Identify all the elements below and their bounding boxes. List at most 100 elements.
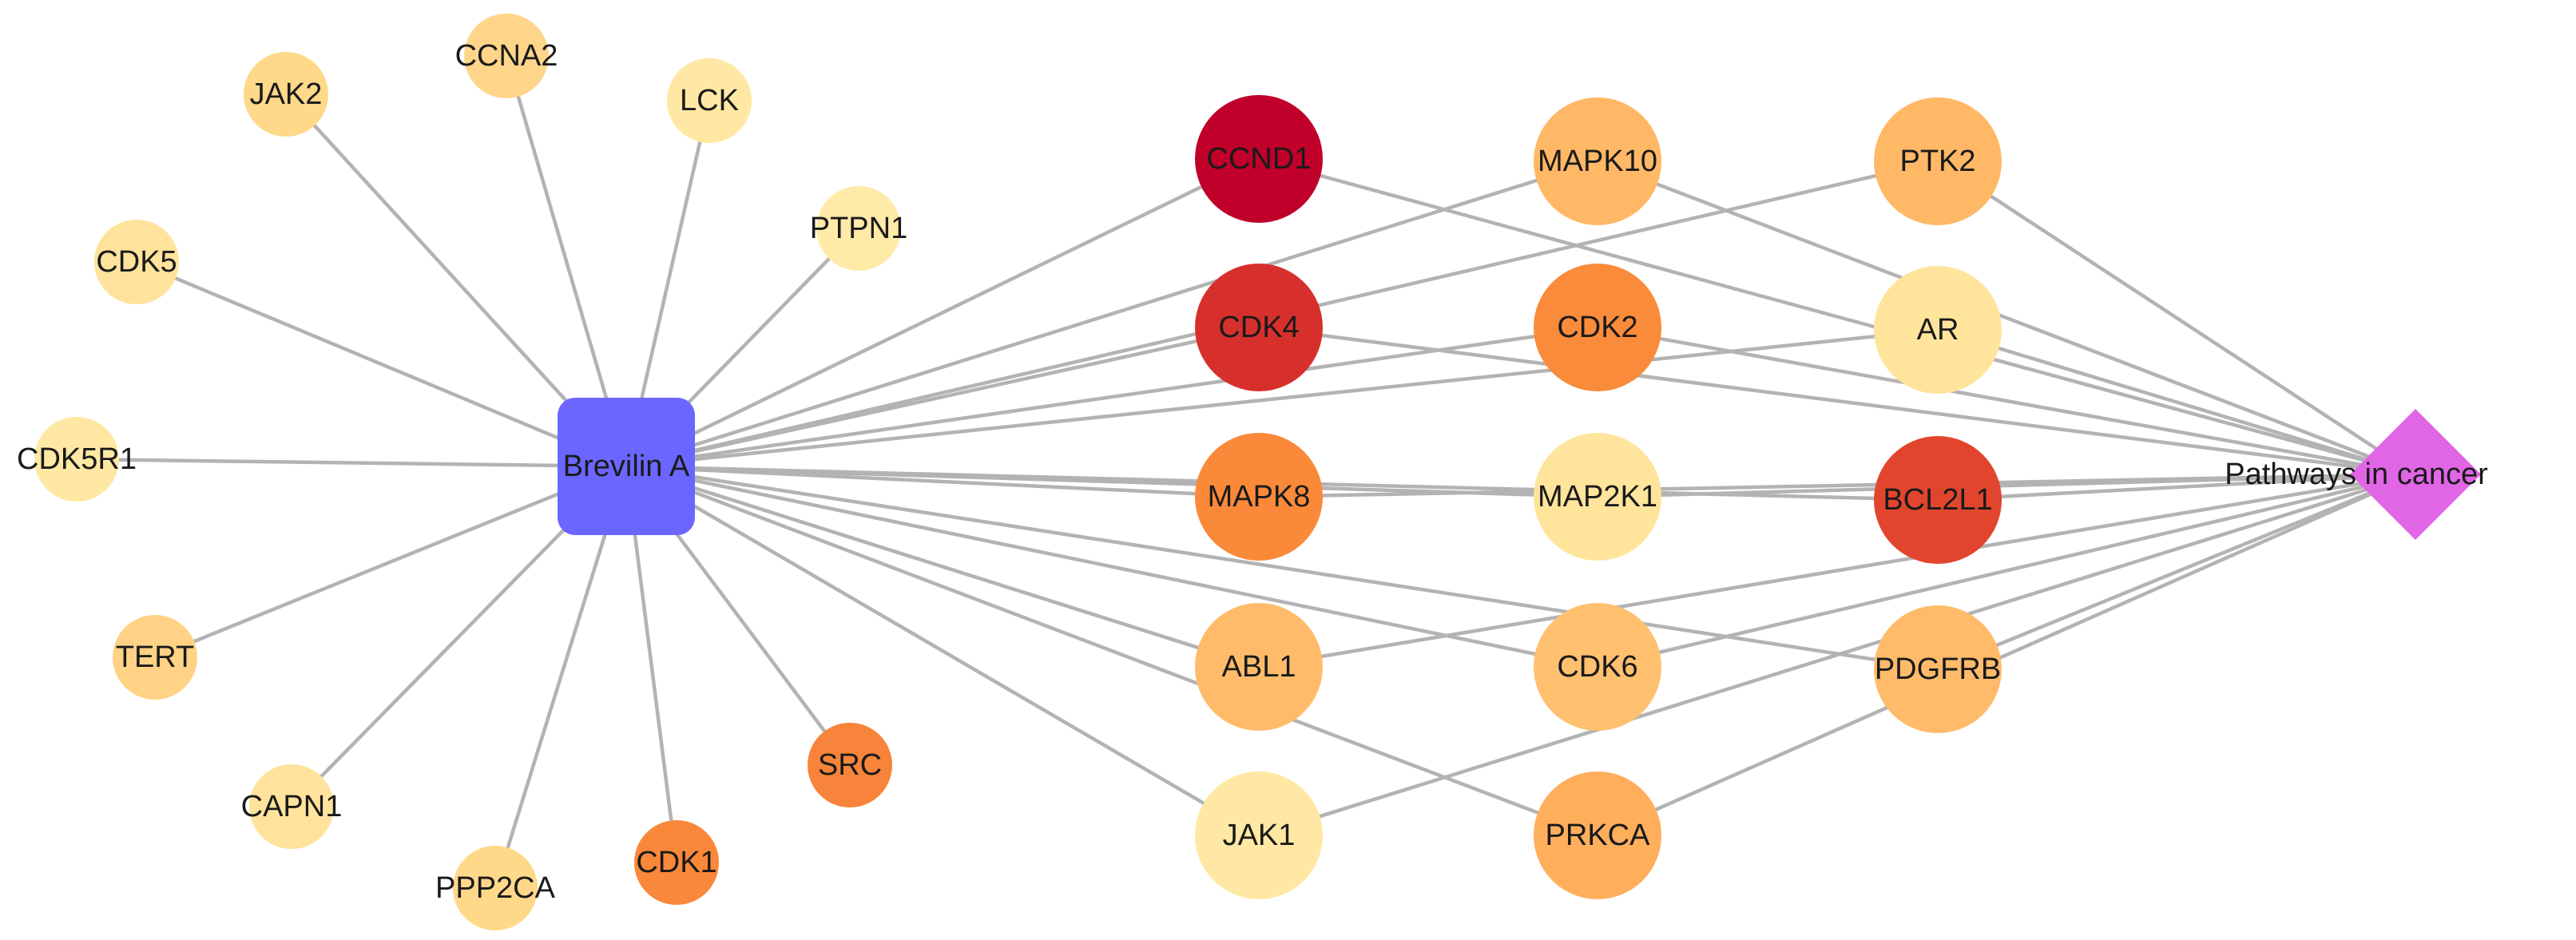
node-tert[interactable]: TERT <box>113 615 197 700</box>
jak1-label: JAK1 <box>1223 819 1296 852</box>
mapk8-label: MAPK8 <box>1208 480 1311 514</box>
node-ppp2ca[interactable]: PPP2CA <box>435 846 556 930</box>
ppp2ca-shape <box>453 846 538 930</box>
ar-shape <box>1874 266 2002 394</box>
node-cdk5r1[interactable]: CDK5R1 <box>17 417 137 502</box>
src-label: SRC <box>818 748 882 782</box>
mapk10-shape <box>1534 97 1661 225</box>
edge-pathways-MAP2K1 <box>1597 472 2416 499</box>
node-pdgfrb[interactable]: PDGFRB <box>1874 605 2002 733</box>
node-cdk5[interactable]: CDK5 <box>94 220 179 304</box>
node-lck[interactable]: LCK <box>667 58 752 143</box>
node-brevilin[interactable]: Brevilin A <box>558 398 695 535</box>
node-ar[interactable]: AR <box>1874 266 2002 394</box>
edge-brevilin-AR <box>625 327 1939 469</box>
node-ptpn1[interactable]: PTPN1 <box>810 186 907 271</box>
map2k1-label: MAP2K1 <box>1538 480 1657 514</box>
mapk8-shape <box>1195 433 1323 561</box>
node-mapk8[interactable]: MAPK8 <box>1195 433 1323 561</box>
edge-brevilin-TERT <box>154 464 627 660</box>
node-abl1[interactable]: ABL1 <box>1195 603 1323 731</box>
tert-label: TERT <box>116 641 195 674</box>
capn1-shape <box>249 764 334 849</box>
pdgfrb-shape <box>1874 605 2002 733</box>
edge-pathways-MAPK10 <box>1597 159 2416 477</box>
node-ptk2[interactable]: PTK2 <box>1874 97 2002 225</box>
jak2-shape <box>244 52 328 137</box>
node-mapk10[interactable]: MAPK10 <box>1534 97 1661 225</box>
cdk2-shape <box>1534 264 1661 391</box>
ccna2-label: CCNA2 <box>455 39 558 73</box>
edge-pathways-CCND1 <box>1258 157 2416 477</box>
cdk2-label: CDK2 <box>1557 311 1637 344</box>
node-jak2[interactable]: JAK2 <box>244 52 328 137</box>
bcl2l1-label: BCL2L1 <box>1883 483 1992 517</box>
ccna2-shape <box>464 14 549 98</box>
ptk2-label: PTK2 <box>1899 145 1975 178</box>
cdk4-shape <box>1195 264 1323 391</box>
cdk5r1-shape <box>34 417 119 502</box>
ptk2-shape <box>1874 97 2002 225</box>
edge-pathways-CDK2 <box>1597 325 2416 477</box>
edge-pathways-CDK4 <box>1258 325 2416 477</box>
node-ccnd1[interactable]: CCND1 <box>1195 95 1323 223</box>
lck-label: LCK <box>680 84 739 117</box>
cdk5r1-label: CDK5R1 <box>17 442 137 476</box>
node-cdk4[interactable]: CDK4 <box>1195 264 1323 391</box>
node-cdk6[interactable]: CDK6 <box>1534 603 1661 731</box>
ppp2ca-label: PPP2CA <box>435 871 556 905</box>
cdk5-shape <box>94 220 179 304</box>
tert-shape <box>113 615 197 700</box>
brevilin-label: Brevilin A <box>563 450 690 483</box>
jak2-label: JAK2 <box>250 77 323 111</box>
edge-pathways-JAK1 <box>1258 472 2416 838</box>
node-layer: Brevilin A Pathways in cancer JAK2 CCNA2LCK… <box>17 14 2488 930</box>
mapk10-label: MAPK10 <box>1538 145 1657 178</box>
cdk5-label: CDK5 <box>96 245 177 279</box>
cdk1-label: CDK1 <box>636 846 716 879</box>
node-map2k1[interactable]: MAP2K1 <box>1534 433 1661 561</box>
node-prkca[interactable]: PRKCA <box>1534 771 1661 899</box>
node-capn1[interactable]: CAPN1 <box>241 764 343 849</box>
edge-brevilin-CDK5 <box>136 260 627 469</box>
cdk4-label: CDK4 <box>1218 311 1299 344</box>
edge-brevilin-PDGFRB <box>625 464 1939 672</box>
jak1-shape <box>1195 771 1323 899</box>
prkca-label: PRKCA <box>1546 819 1651 852</box>
edge-pathways-AR <box>1937 327 2416 477</box>
node-pathways[interactable]: Pathways in cancer <box>2225 409 2488 540</box>
src-shape <box>808 723 892 807</box>
edge-pathways-PDGFRB <box>1937 472 2416 672</box>
cdk1-shape <box>634 820 719 905</box>
node-cdk1[interactable]: CDK1 <box>634 820 719 905</box>
ptpn1-label: PTPN1 <box>810 212 907 245</box>
node-ccna2[interactable]: CCNA2 <box>455 14 558 98</box>
edge-pathways-CDK6 <box>1597 472 2416 669</box>
node-jak1[interactable]: JAK1 <box>1195 771 1323 899</box>
ccnd1-label: CCND1 <box>1207 142 1312 176</box>
ptpn1-shape <box>816 186 901 271</box>
brevilin-shape <box>558 398 695 535</box>
edge-brevilin-MAPK10 <box>625 159 1598 469</box>
edge-brevilin-JAK1 <box>625 465 1260 837</box>
lck-shape <box>667 58 752 143</box>
cdk6-label: CDK6 <box>1557 650 1637 684</box>
ccnd1-shape <box>1195 95 1323 223</box>
prkca-shape <box>1534 771 1661 899</box>
ar-label: AR <box>1917 313 1959 347</box>
node-bcl2l1[interactable]: BCL2L1 <box>1874 436 2002 564</box>
edge-pathways-PTK2 <box>1936 160 2417 476</box>
edge-brevilin-CDK6 <box>625 464 1598 669</box>
node-cdk2[interactable]: CDK2 <box>1534 264 1661 391</box>
pathways-shape <box>2350 409 2481 540</box>
abl1-shape <box>1195 603 1323 731</box>
edge-brevilin-ABL1 <box>625 464 1260 669</box>
map2k1-shape <box>1534 433 1661 561</box>
node-src[interactable]: SRC <box>808 723 892 807</box>
abl1-label: ABL1 <box>1222 650 1296 684</box>
edge-brevilin-PPP2CA <box>493 466 629 889</box>
edge-brevilin-CDK4 <box>625 325 1260 469</box>
edge-brevilin-CCND1 <box>625 157 1260 469</box>
edge-brevilin-PRKCA <box>625 464 1598 838</box>
